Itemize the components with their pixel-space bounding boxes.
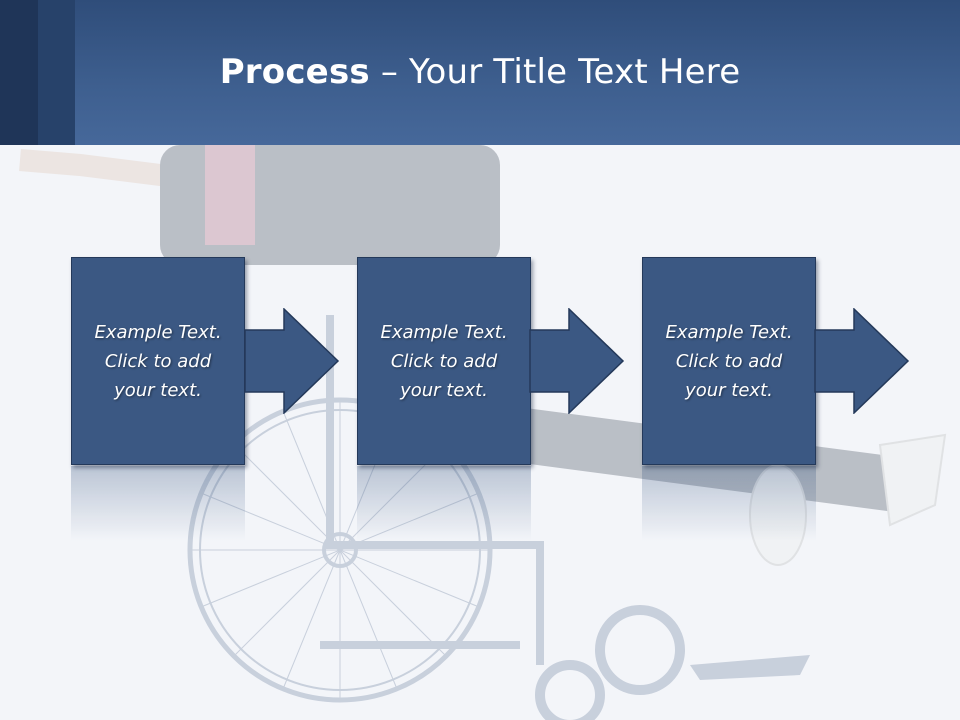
process-step-2[interactable]: Example Text. Click to add your text. xyxy=(357,257,531,465)
step-reflection xyxy=(71,466,245,541)
slide-title-bold: Process xyxy=(219,52,370,92)
slide-title[interactable]: Process – Your Title Text Here xyxy=(0,52,960,92)
right-arrow-icon xyxy=(814,308,910,414)
header-accent-strip xyxy=(0,0,38,145)
right-arrow-icon xyxy=(529,308,625,414)
process-step-1[interactable]: Example Text. Click to add your text. xyxy=(71,257,245,465)
step-reflection xyxy=(357,466,531,541)
header-bar: Process – Your Title Text Here xyxy=(0,0,960,145)
step-text: Example Text. Click to add your text. xyxy=(665,321,793,401)
step-text: Example Text. Click to add your text. xyxy=(380,321,508,401)
process-step-3[interactable]: Example Text. Click to add your text. xyxy=(642,257,816,465)
slide-title-rest: – Your Title Text Here xyxy=(369,52,741,92)
header-accent-strip xyxy=(38,0,75,145)
step-text: Example Text. Click to add your text. xyxy=(94,321,222,401)
right-arrow-icon xyxy=(244,308,340,414)
step-reflection xyxy=(642,466,816,541)
